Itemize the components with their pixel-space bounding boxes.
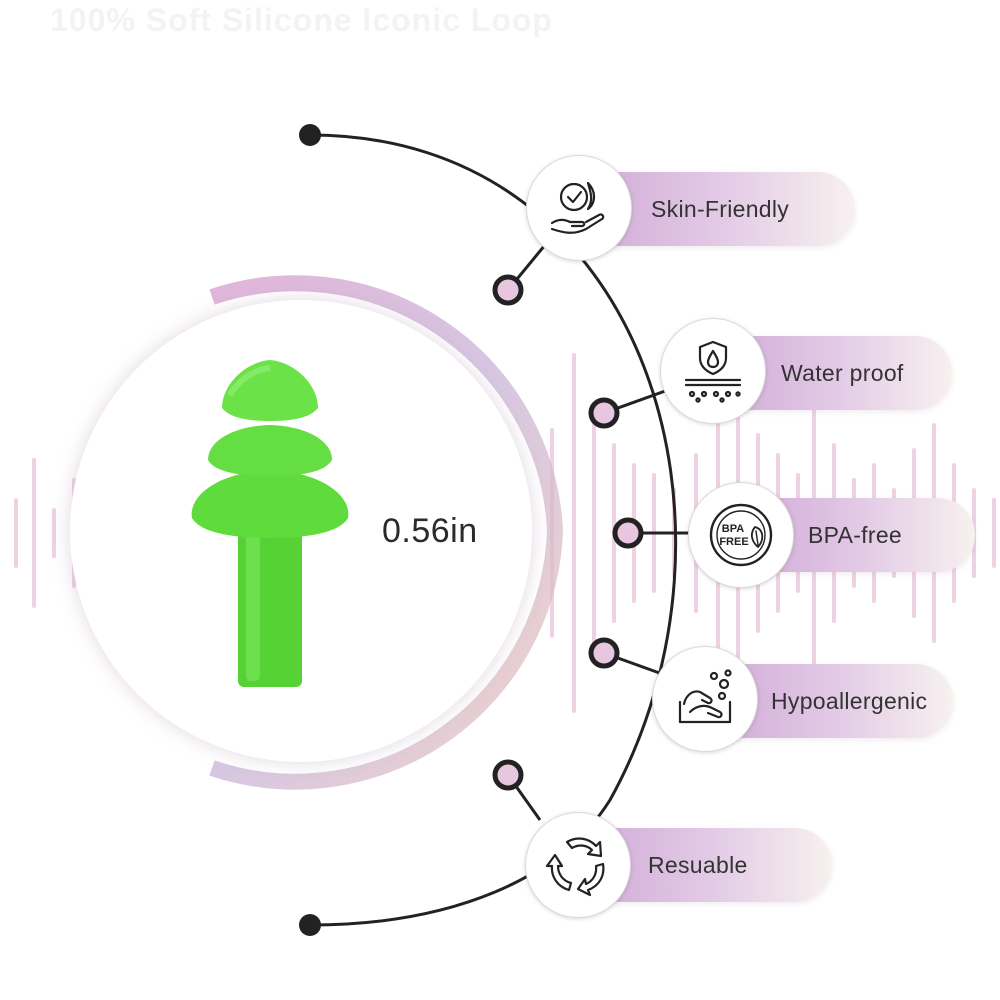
product-circle <box>70 300 532 762</box>
connector-line-5 <box>492 759 542 821</box>
connector-arc <box>309 133 678 927</box>
arc-end-dot-bottom <box>299 914 321 936</box>
wave-bar <box>572 353 576 713</box>
outer-ring-arc <box>209 275 564 790</box>
washing-hands-icon <box>652 646 758 752</box>
connector-line-3 <box>612 517 690 549</box>
wave-bar <box>32 458 36 608</box>
wave-bar <box>592 408 596 658</box>
wave-bar <box>14 498 18 568</box>
feature-label-water-proof: Water proof <box>781 360 904 386</box>
faded-header-title: 100% Soft Silicone Iconic Loop <box>50 2 553 38</box>
waterproof-shield-icon <box>660 318 766 424</box>
skin-care-hand-icon <box>526 155 632 261</box>
connector-line-4 <box>588 637 666 677</box>
size-label: 0.56in <box>382 512 478 550</box>
wave-bar <box>52 508 56 558</box>
feature-label-skin-friendly: Skin-Friendly <box>651 196 790 222</box>
feature-label-hypoallergenic: Hypoallergenic <box>771 688 928 714</box>
recycle-arrows-icon <box>525 812 631 918</box>
feature-label-bpa-free: BPA-free <box>808 522 903 548</box>
wave-bar <box>992 498 996 568</box>
arc-end-dot-top <box>299 124 321 146</box>
bpa-badge-text-line2: FREE <box>719 536 748 548</box>
feature-label-resuable: Resuable <box>648 852 748 878</box>
bpa-free-badge-icon: BPA FREE <box>688 482 794 588</box>
connector-line-1 <box>492 244 547 306</box>
bpa-badge-text-line1: BPA <box>722 523 744 535</box>
connector-line-2 <box>588 388 669 429</box>
silicone-earplug-image <box>191 360 349 687</box>
